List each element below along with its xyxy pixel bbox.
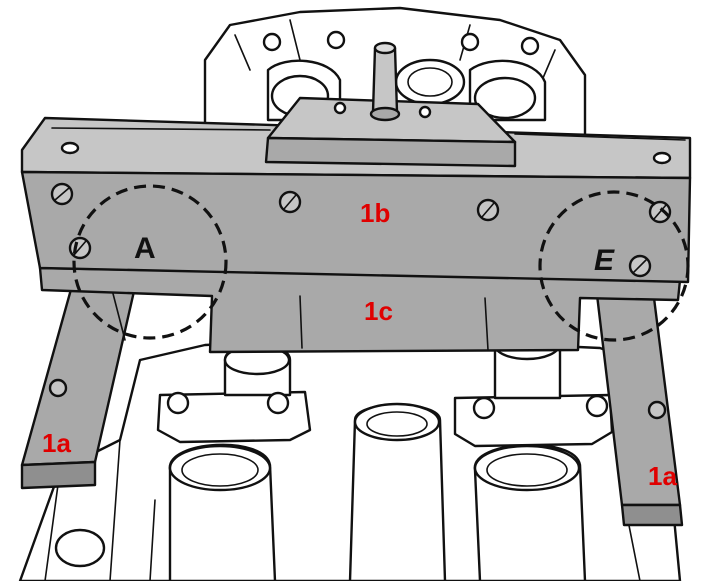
callout-upper-bar-1b: 1b [360,198,390,228]
callout-lower-bar-1c: 1c [364,296,393,326]
lower-bar-1c [38,266,682,354]
locking-tool: A E [20,41,692,527]
detail-letter-a: A [134,232,156,265]
callout-left-leg-1a: 1a [42,428,71,458]
centre-block [264,41,517,168]
callout-right-leg-1a: 1a [648,461,677,491]
detail-letter-e: E [594,244,615,277]
right-leg-1a [593,276,684,527]
detail-circle-e: E [538,190,690,342]
detail-circle-a: A [72,184,228,340]
callout-labels: 1b 1c 1a 1a [42,198,677,491]
